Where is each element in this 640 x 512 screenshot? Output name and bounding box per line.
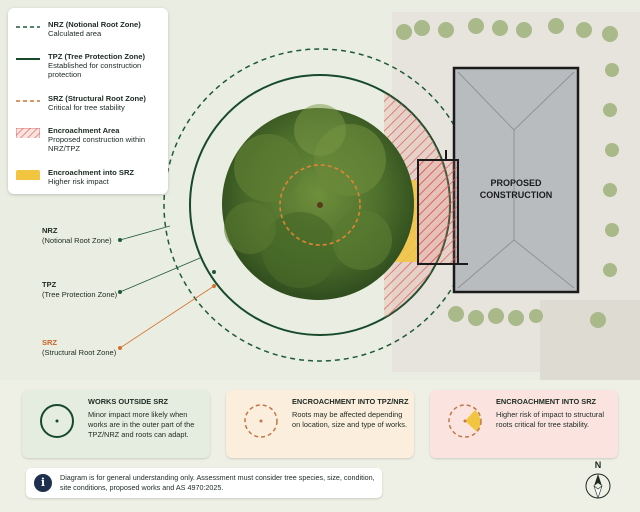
nrz-leader (119, 225, 171, 241)
callout-title: NRZ (42, 226, 58, 235)
legend-title: NRZ (Notional Root Zone) (48, 20, 141, 29)
card-encroachment-tpz: ENCROACHMENT INTO TPZ/NRZ Roots may be a… (226, 390, 414, 458)
building-extension (417, 159, 459, 265)
card-body: Higher risk of impact to structural root… (496, 410, 605, 429)
tpz-line-icon (16, 58, 40, 60)
callout-sub: (Notional Root Zone) (42, 236, 112, 245)
building-label-1: PROPOSED (490, 178, 542, 188)
north-arrow: N (584, 460, 612, 504)
compass-icon (585, 473, 611, 499)
card-body: Minor impact more likely when works are … (88, 410, 195, 439)
hedge-top (396, 18, 618, 42)
srz-line-icon (16, 100, 40, 102)
callout-tpz: TPZ (Tree Protection Zone) (42, 280, 117, 300)
hedge-right (590, 63, 619, 328)
card-body: Roots may be affected depending on locat… (292, 410, 408, 429)
legend-desc: Calculated area (48, 29, 102, 38)
nrz-leader-dot (118, 238, 122, 242)
legend-title: SRZ (Structural Root Zone) (48, 94, 146, 103)
card-encroachment-srz: ENCROACHMENT INTO SRZ Higher risk of imp… (430, 390, 618, 458)
callout-nrz: NRZ (Notional Root Zone) (42, 226, 112, 246)
srz-leader-dot (212, 284, 216, 288)
info-cards: WORKS OUTSIDE SRZ Minor impact more like… (22, 390, 618, 458)
info-icon: i (34, 474, 52, 492)
srz-leader (119, 285, 215, 349)
legend: NRZ (Notional Root Zone)Calculated area … (8, 8, 168, 194)
building-outline (452, 66, 580, 294)
callout-sub: (Structural Root Zone) (42, 348, 117, 357)
legend-desc: Critical for tree stability (48, 103, 125, 112)
card-title: ENCROACHMENT INTO SRZ (496, 397, 597, 406)
hatch-swatch-icon (16, 128, 40, 138)
srz-circle (279, 164, 361, 246)
tpz-circle-icon (40, 404, 74, 438)
card-title: ENCROACHMENT INTO TPZ/NRZ (292, 397, 409, 406)
building-label-2: CONSTRUCTION (480, 190, 553, 200)
card-title: WORKS OUTSIDE SRZ (88, 397, 169, 406)
tree-trunk (317, 202, 323, 208)
legend-desc: Proposed construction within NRZ/TPZ (48, 135, 146, 153)
disclaimer-note: i Diagram is for general understanding o… (26, 468, 382, 498)
footpath (540, 300, 640, 380)
legend-desc: Higher risk impact (48, 177, 109, 186)
legend-title: Encroachment Area (48, 126, 120, 135)
srz-impact-icon (448, 404, 482, 438)
tpz-leader (119, 257, 201, 293)
disclaimer-text: Diagram is for general understanding onl… (60, 473, 375, 492)
callout-sub: (Tree Protection Zone) (42, 290, 118, 299)
tpz-leader-dot (118, 290, 122, 294)
dashed-circle-icon (244, 404, 278, 438)
callout-title: TPZ (42, 280, 57, 289)
legend-desc: Established for construction protection (48, 61, 142, 79)
yellow-swatch-icon (16, 170, 40, 180)
tpz-leader-dot (212, 270, 216, 274)
callout-srz: SRZ (Structural Root Zone) (42, 338, 116, 358)
legend-title: Encroachment into SRZ (48, 168, 135, 177)
card-outside-srz: WORKS OUTSIDE SRZ Minor impact more like… (22, 390, 210, 458)
nrz-line-icon (16, 26, 40, 28)
srz-leader-dot (118, 346, 122, 350)
north-label: N (594, 460, 602, 470)
callout-title: SRZ (42, 338, 57, 347)
hedge-bottom (448, 306, 543, 326)
legend-title: TPZ (Tree Protection Zone) (48, 52, 146, 61)
